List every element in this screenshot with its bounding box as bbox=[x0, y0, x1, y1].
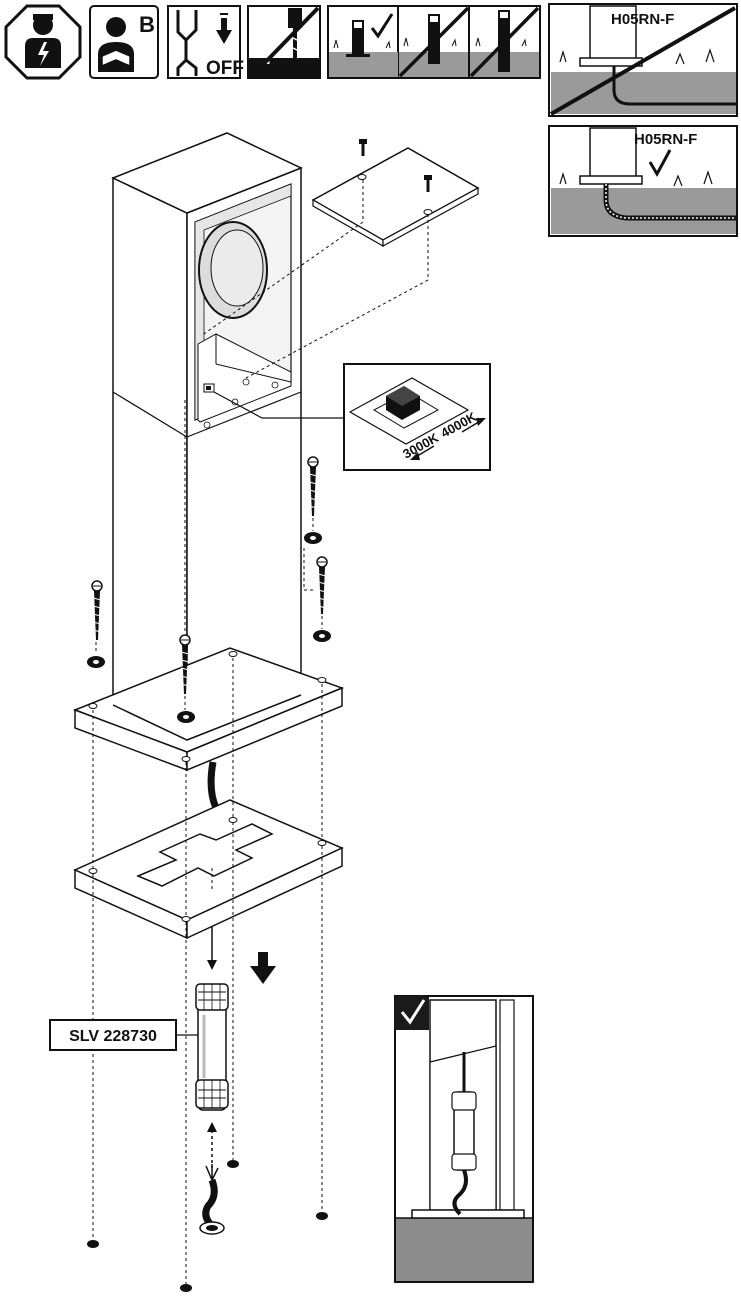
placement-wrong-panel-b bbox=[469, 6, 540, 78]
power-off-icon: OFF bbox=[167, 5, 244, 79]
placement-correct-panel bbox=[333, 13, 394, 57]
ground-placement-icons bbox=[327, 5, 541, 79]
cover-screw-2 bbox=[424, 175, 432, 192]
screw-left bbox=[91, 580, 103, 640]
cable-wrong-panel: H05RN-F bbox=[548, 3, 738, 117]
ground-anchors bbox=[87, 1160, 328, 1292]
check-icon bbox=[370, 13, 394, 39]
cable-connector bbox=[195, 983, 229, 1111]
check-icon bbox=[648, 149, 672, 178]
arrow-left-icon bbox=[410, 445, 435, 460]
power-off-label: OFF bbox=[206, 58, 244, 79]
bollard-lamp-body bbox=[111, 132, 303, 742]
placement-wrong-panel-a bbox=[398, 6, 470, 78]
cover-plate bbox=[311, 147, 480, 248]
mounting-plate bbox=[73, 799, 344, 940]
instructions-letter: B bbox=[139, 12, 155, 37]
part-number-label: SLV 228730 bbox=[69, 1028, 157, 1045]
arrow-up-icon bbox=[207, 1122, 217, 1168]
cable-right-panel: H05RN-F bbox=[548, 125, 738, 237]
no-drilling-cable-icon bbox=[247, 5, 321, 79]
cover-guide-lines bbox=[200, 180, 429, 379]
anchor-guide-lines bbox=[92, 658, 323, 1284]
bold-arrow-down-icon bbox=[250, 952, 276, 984]
cable-type-label: H05RN-F bbox=[611, 11, 674, 28]
cover-screw-1 bbox=[359, 139, 367, 156]
screw-right bbox=[316, 556, 328, 614]
lamp-base-plate bbox=[72, 647, 345, 772]
part-number-callout: SLV 228730 bbox=[49, 1019, 198, 1051]
base-screws bbox=[87, 456, 331, 723]
switch-knob bbox=[386, 386, 420, 420]
arrow-down-icon bbox=[207, 926, 217, 970]
installed-detail-panel bbox=[394, 995, 534, 1283]
cable-type-label-ok: H05RN-F bbox=[634, 131, 697, 148]
cct-switch-detail: 3000K 4000K bbox=[343, 363, 491, 471]
supply-cable bbox=[199, 1164, 225, 1235]
read-instructions-icon: B bbox=[89, 5, 159, 79]
arrow-right-icon bbox=[461, 418, 486, 433]
check-icon bbox=[400, 999, 426, 1025]
electrician-required-icon bbox=[4, 4, 82, 80]
screw-front bbox=[179, 634, 191, 694]
screw-back bbox=[307, 456, 319, 516]
